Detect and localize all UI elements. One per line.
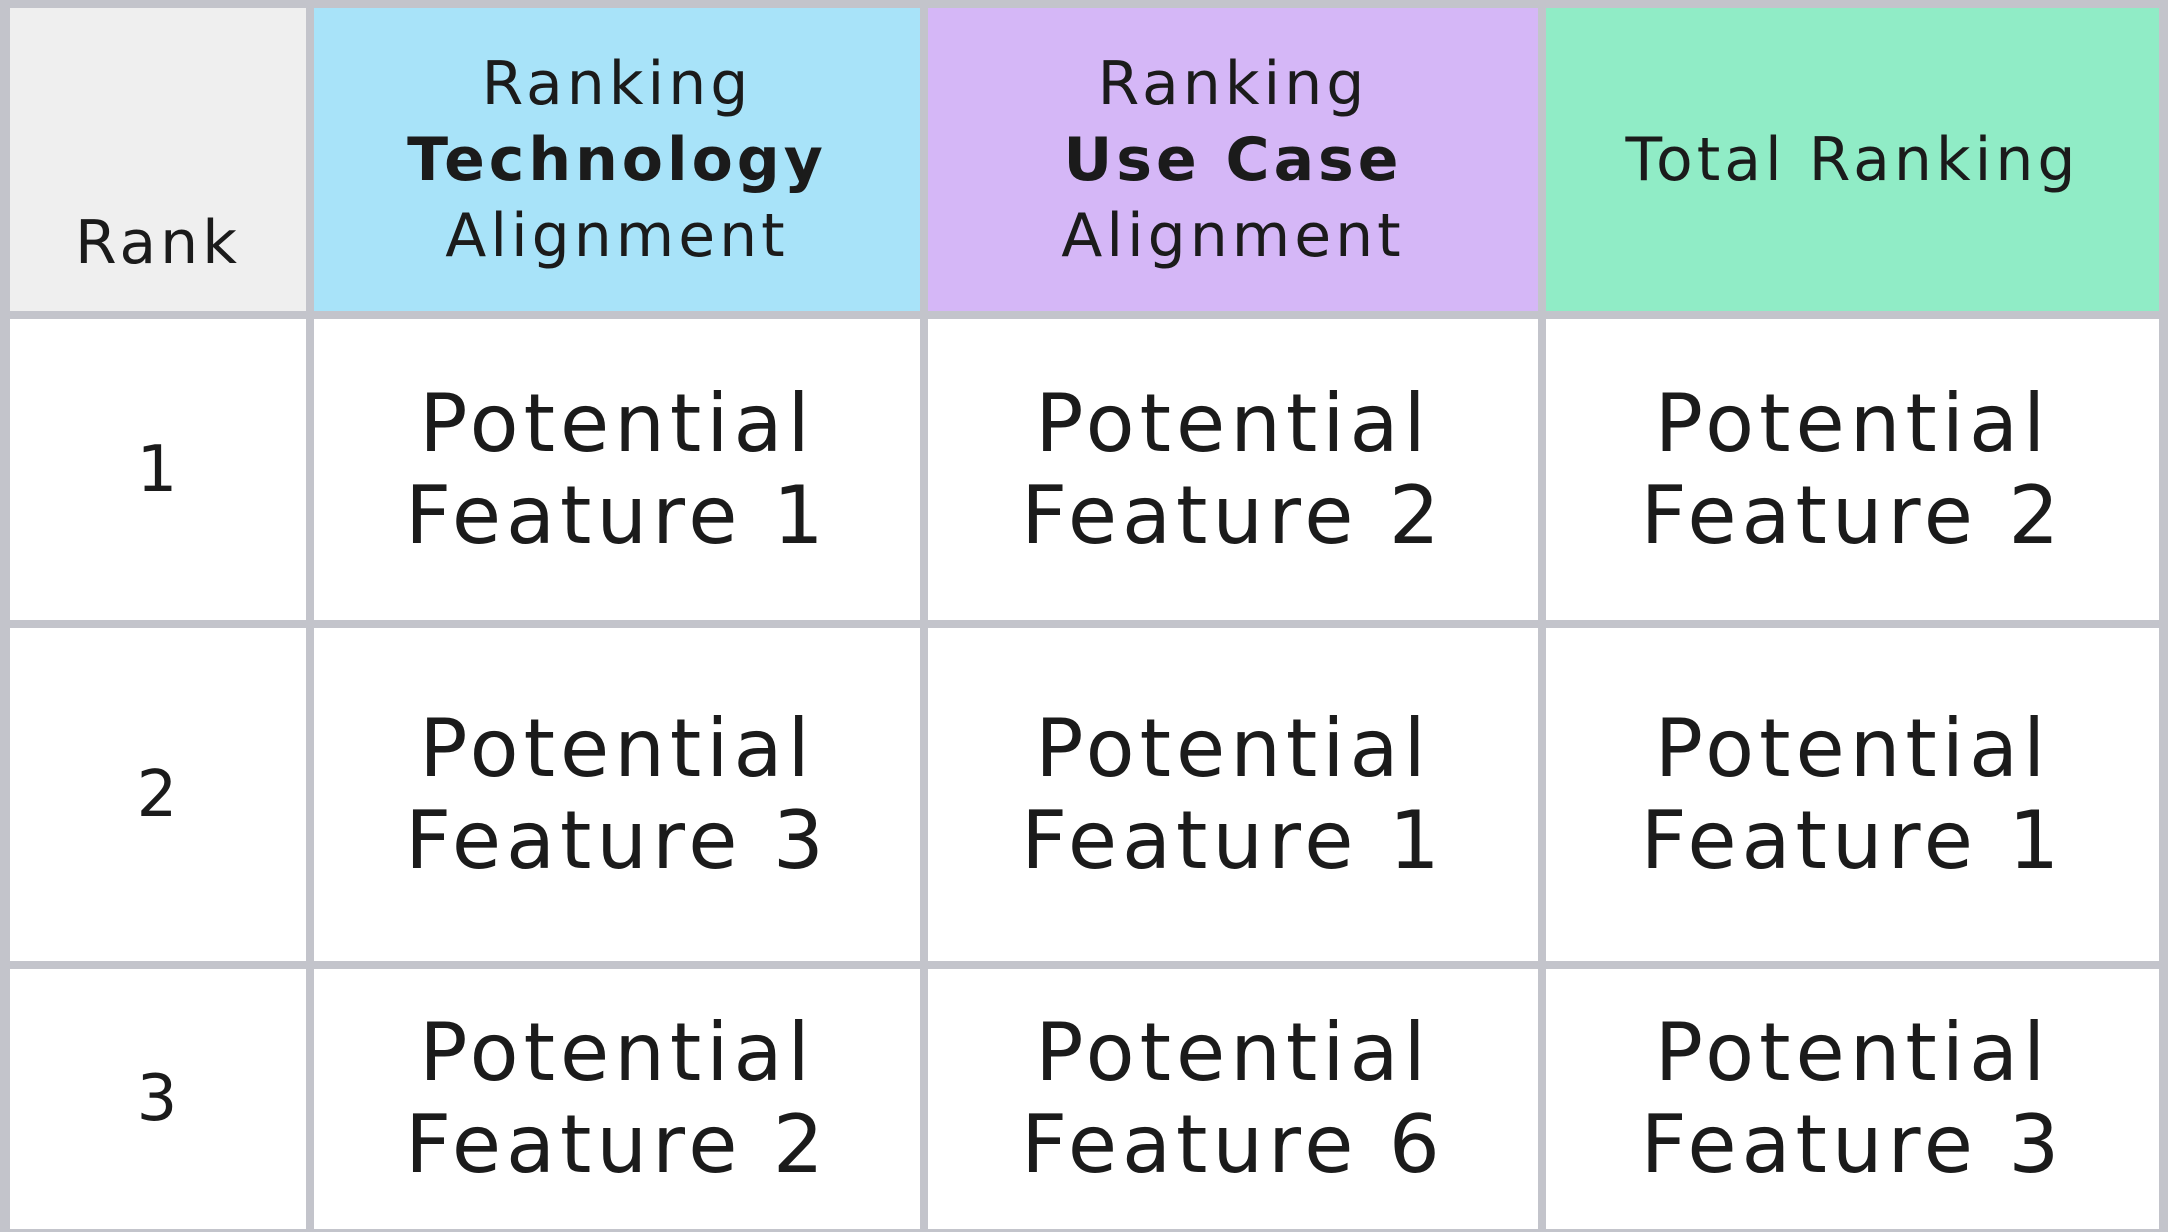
header-technology-line2: Technology xyxy=(407,124,827,195)
feature-line1: Potential xyxy=(419,701,815,795)
total-cell: Potential Feature 2 xyxy=(1546,319,2159,620)
feature-line1: Potential xyxy=(1035,376,1431,470)
feature-line2: Feature 2 xyxy=(1640,468,2065,562)
rank-value: 1 xyxy=(136,432,180,507)
use-case-cell: Potential Feature 2 xyxy=(928,319,1538,620)
header-technology-alignment: Ranking Technology Alignment xyxy=(314,8,920,311)
header-use-case-alignment: Ranking Use Case Alignment xyxy=(928,8,1538,311)
feature-line1: Potential xyxy=(1035,1006,1431,1099)
use-case-cell: Potential Feature 1 xyxy=(928,628,1538,961)
feature-line2: Feature 1 xyxy=(405,468,829,562)
feature-line1: Potential xyxy=(1654,376,2051,470)
header-rank-label: Rank xyxy=(75,208,241,278)
feature-line1: Potential xyxy=(1035,701,1431,795)
feature-line2: Feature 6 xyxy=(1021,1098,1445,1191)
rank-cell: 3 xyxy=(10,969,306,1229)
feature-line2: Feature 2 xyxy=(1021,468,1445,562)
header-total-label: Total Ranking xyxy=(1625,124,2080,195)
header-technology-line1: Ranking xyxy=(481,48,753,119)
technology-cell: Potential Feature 1 xyxy=(314,319,920,620)
feature-line1: Potential xyxy=(1654,701,2051,795)
feature-line2: Feature 3 xyxy=(1640,1098,2065,1191)
feature-line2: Feature 3 xyxy=(405,793,829,887)
technology-cell: Potential Feature 3 xyxy=(314,628,920,961)
feature-line1: Potential xyxy=(419,1006,815,1099)
feature-line1: Potential xyxy=(1654,1006,2051,1099)
feature-line2: Feature 1 xyxy=(1021,793,1445,887)
rank-value: 2 xyxy=(136,757,180,832)
header-use-case-line3: Alignment xyxy=(1061,200,1405,271)
use-case-cell: Potential Feature 6 xyxy=(928,969,1538,1229)
technology-cell: Potential Feature 2 xyxy=(314,969,920,1229)
feature-line2: Feature 2 xyxy=(405,1098,829,1191)
rank-cell: 2 xyxy=(10,628,306,961)
rank-value: 3 xyxy=(136,1062,180,1136)
header-technology-line3: Alignment xyxy=(445,200,789,271)
header-rank: Rank xyxy=(10,8,306,311)
total-cell: Potential Feature 1 xyxy=(1546,628,2159,961)
feature-line2: Feature 1 xyxy=(1640,793,2065,887)
header-use-case-line2: Use Case xyxy=(1063,124,1403,195)
header-total-ranking: Total Ranking xyxy=(1546,8,2159,311)
rank-cell: 1 xyxy=(10,319,306,620)
total-cell: Potential Feature 3 xyxy=(1546,969,2159,1229)
header-use-case-line1: Ranking xyxy=(1097,48,1369,119)
feature-line1: Potential xyxy=(419,376,815,470)
